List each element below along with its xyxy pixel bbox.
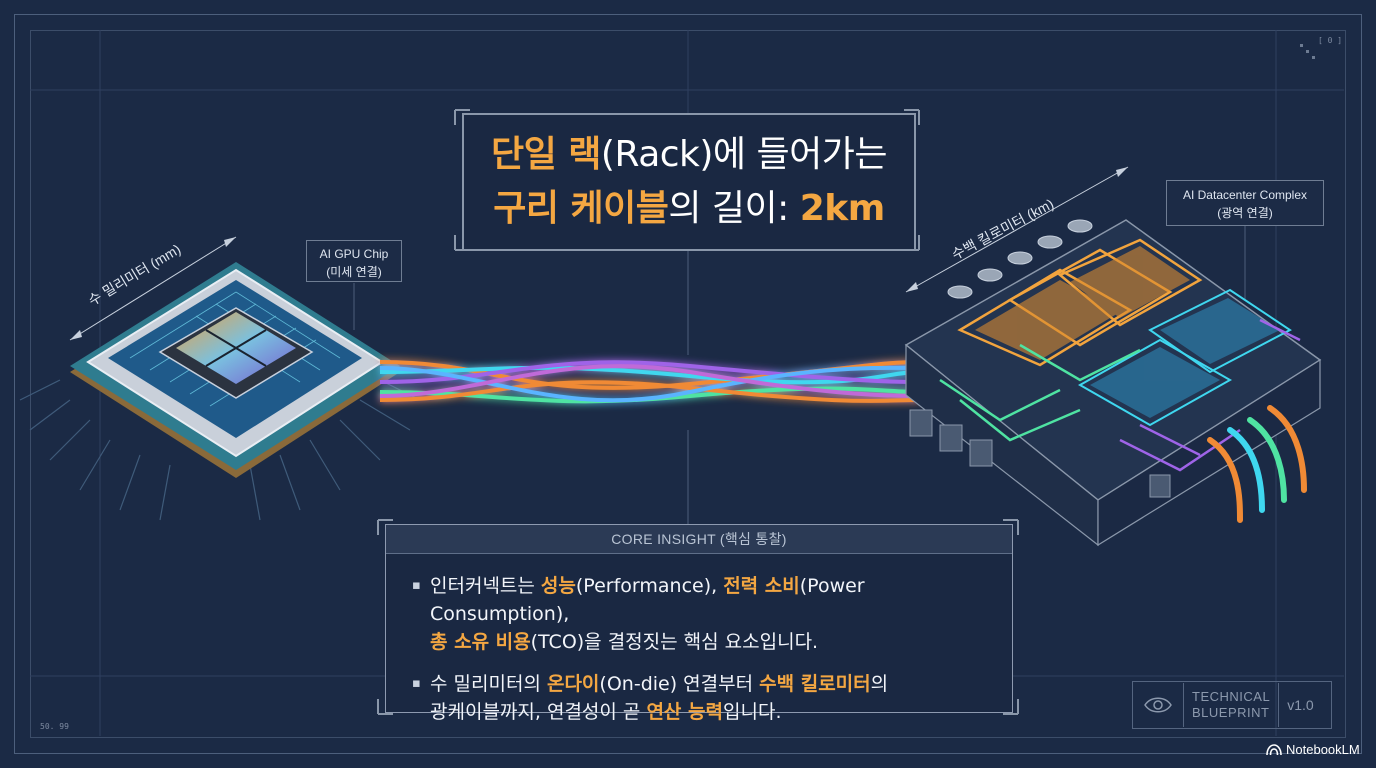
corner-code-bottom: 50. 99 [40,722,69,731]
badge-version: v1.0 [1287,697,1314,713]
headline-line-1: 단일 랙(Rack)에 들어가는 [491,128,887,182]
notebooklm-label: NotebookLM [1286,742,1360,757]
eye-logo-icon [1133,683,1184,727]
b1-highlight-1: 성능 [540,575,576,597]
datacenter-label-title: AI Datacenter Complex [1182,188,1308,202]
core-insight-header: CORE INSIGHT (핵심 통찰) [386,525,1012,554]
badge-line-1: TECHNICAL [1192,689,1271,704]
blueprint-badge: TECHNICAL BLUEPRINT v1.0 [1132,681,1332,729]
b1-text-2: (Performance), [575,575,724,597]
insight-list: 인터커넥트는 성능(Performance), 전력 소비(Power Cons… [386,554,1012,726]
gpu-chip-label-title: AI GPU Chip [319,247,389,261]
b2-highlight-1: 온다이 [546,673,600,695]
badge-line-2: BLUEPRINT [1192,705,1270,720]
b2-text-3: 의 [870,673,889,695]
b2-text-1: 수 밀리미터의 [430,673,547,695]
b2-text-5: 입니다. [723,701,782,723]
b2-highlight-3: 연산 능력 [646,701,723,723]
b1-text-1: 인터커넥트는 [430,575,541,597]
headline-text-1: (Rack)에 들어가는 [600,134,888,175]
headline-value: 2km [799,188,886,229]
headline-line-2: 구리 케이블의 길이: 2km [493,182,885,236]
b1-highlight-3: 총 소유 비용 [430,631,531,653]
notebooklm-watermark: NotebookLM [1266,742,1360,757]
b1-text-3: (Power Consumption), [430,575,865,625]
chip-dimension-label: 수 밀리미터 (mm) [85,241,183,309]
b2-text-2: (On-die) 연결부터 [599,673,760,695]
headline-highlight-cable: 구리 케이블 [493,188,669,229]
headline-box: 단일 랙(Rack)에 들어가는 구리 케이블의 길이: 2km [462,113,916,251]
datacenter-dimension-arrow [905,166,1129,293]
datacenter-dimension-label: 수백 킬로미터 (km) [949,195,1056,262]
gpu-chip-label: AI GPU Chip (미세 연결) [306,240,402,282]
blueprint-badge-text: TECHNICAL BLUEPRINT [1184,683,1280,727]
gpu-chip [19,262,421,521]
insight-bullet-1: 인터커넥트는 성능(Performance), 전력 소비(Power Cons… [412,572,1002,656]
b1-text-4: (TCO)을 결정짓는 핵심 요소입니다. [530,631,819,653]
outer-frame [14,14,1362,754]
gpu-chip-label-sub: (미세 연결) [326,265,382,279]
insight-bullet-2: 수 밀리미터의 온다이(On-die) 연결부터 수백 킬로미터의광케이블까지,… [412,670,1002,726]
chip-dimension-arrow [69,236,237,341]
datacenter-label: AI Datacenter Complex (광역 연결) [1166,180,1324,226]
headline-text-2: 의 길이: [668,188,800,229]
core-insight-box: CORE INSIGHT (핵심 통찰) 인터커넥트는 성능(Performan… [385,524,1013,723]
b2-text-4: 광케이블까지, 연결성이 곧 [430,701,647,723]
datacenter-label-sub: (광역 연결) [1217,206,1273,220]
headline-highlight-rack: 단일 랙 [491,134,601,175]
b2-highlight-2: 수백 킬로미터 [759,673,871,695]
b1-highlight-2: 전력 소비 [723,575,800,597]
corner-code-top: [ 0 ] [1318,36,1343,45]
notebooklm-icon [1266,743,1282,755]
cable-bundle [379,360,921,404]
datacenter [904,219,1322,547]
